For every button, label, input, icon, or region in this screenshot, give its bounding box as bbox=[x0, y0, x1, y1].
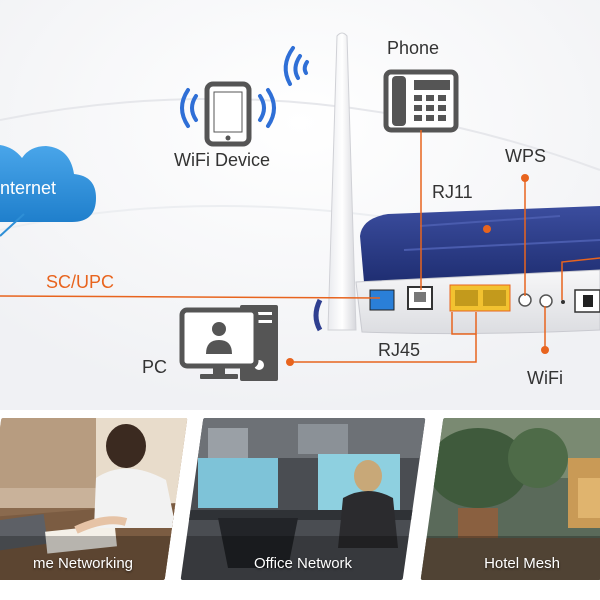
internet-label: nternet bbox=[0, 178, 57, 198]
hotel-mesh-caption: Hotel Mesh bbox=[484, 555, 560, 572]
wifi-signal-right-icon bbox=[258, 88, 276, 128]
antenna-icon bbox=[327, 32, 357, 331]
router-icon bbox=[313, 206, 600, 335]
wps-label: WPS bbox=[505, 146, 547, 166]
rj45-label: RJ45 bbox=[378, 340, 421, 360]
pc-label: PC bbox=[142, 357, 168, 377]
pc-icon bbox=[179, 305, 278, 381]
desk-phone-icon bbox=[383, 69, 459, 133]
office-photo bbox=[180, 418, 426, 580]
scenario-office-network: Office Network bbox=[180, 418, 426, 580]
cloud-icon bbox=[0, 145, 96, 222]
phone-label: Phone bbox=[387, 38, 440, 58]
wifi-device-label: WiFi Device bbox=[174, 150, 271, 170]
callout-dots bbox=[286, 174, 549, 366]
wifi-label: WiFi bbox=[527, 368, 563, 388]
tablet-icon bbox=[204, 81, 252, 147]
scenario-home-networking: me Networking bbox=[0, 418, 188, 580]
wifi-signal-left-icon bbox=[180, 88, 198, 128]
home-networking-caption: me Networking bbox=[32, 555, 134, 572]
network-diagram bbox=[0, 0, 600, 410]
hotel-photo bbox=[420, 418, 600, 580]
wifi-signal-antenna-icon bbox=[283, 46, 309, 86]
office-network-caption: Office Network bbox=[253, 555, 353, 572]
callout-lines bbox=[0, 130, 600, 363]
home-photo bbox=[0, 418, 188, 580]
scenario-hotel-mesh: Hotel Mesh bbox=[420, 418, 600, 580]
cloud-link-line bbox=[0, 213, 25, 237]
sc-upc-label: SC/UPC bbox=[46, 272, 115, 292]
rj11-label: RJ11 bbox=[432, 182, 473, 202]
